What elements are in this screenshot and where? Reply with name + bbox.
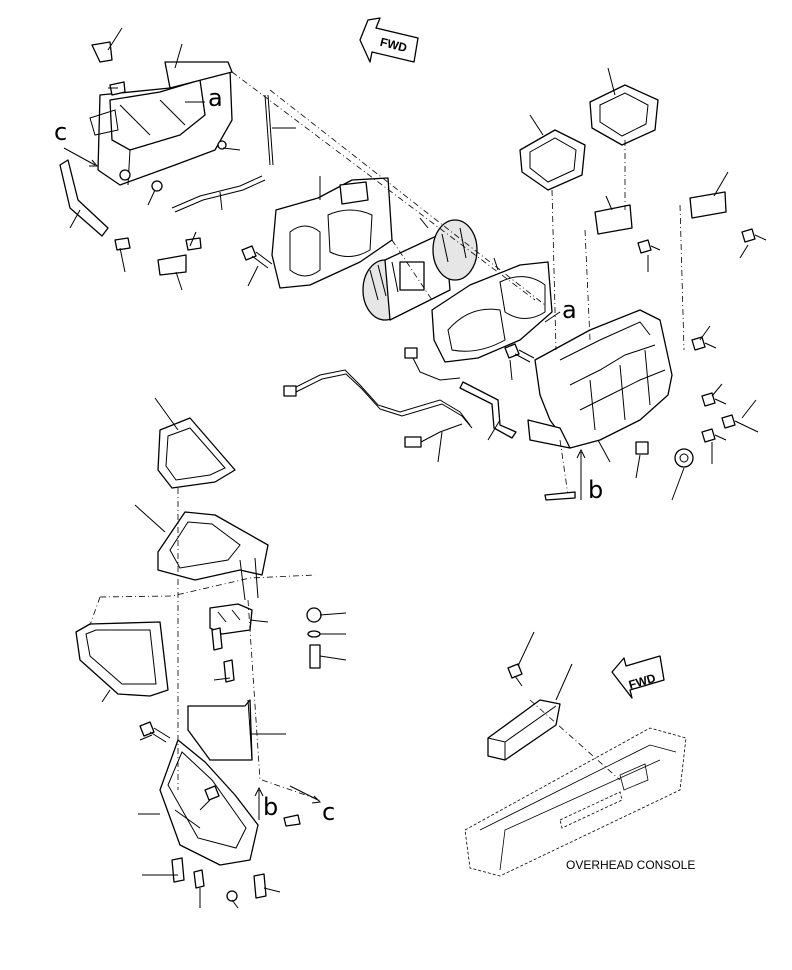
ref-letter-c-top: c: [54, 118, 67, 146]
fwd-label-top: FWD: [379, 35, 409, 55]
main-housing: [527, 309, 673, 449]
seal-strip: [171, 175, 263, 209]
duct-strip: [59, 159, 109, 237]
connector: [404, 436, 422, 448]
grommet: [674, 448, 694, 468]
triangle-seal-left: [75, 621, 169, 697]
fwd-arrow-icon: FWD: [359, 17, 419, 63]
arrow-c-low: [289, 785, 319, 801]
blower-case-right: [431, 261, 553, 363]
bent-rod: [459, 381, 517, 439]
leader-console-module: [555, 663, 573, 701]
upper-duct-housing: [89, 61, 233, 186]
arrow-c-top: [63, 147, 96, 166]
lower-duct: [159, 739, 259, 866]
leaders-right: [247, 67, 757, 501]
bracket-small: [157, 254, 187, 276]
leaders-top-left: [69, 27, 296, 291]
ref-letter-a-top: a: [208, 84, 223, 112]
leader-console-screw: [517, 631, 535, 667]
seal-square-1: [519, 129, 586, 191]
console-module: [487, 699, 561, 761]
overhead-console-label: OVERHEAD CONSOLE: [566, 858, 695, 872]
bracket-right-2: [689, 191, 727, 219]
overhead-console: [464, 727, 687, 877]
triangle-seal-top: [157, 417, 236, 489]
clip-square: [635, 441, 649, 455]
bracket-right-1: [594, 204, 633, 235]
console-screw: [507, 663, 523, 687]
fwd-arrow-console-icon: FWD: [611, 655, 665, 699]
bolt-center: [504, 343, 535, 363]
ref-letter-b-mid: b: [588, 476, 603, 504]
blower-case-left: [271, 177, 393, 289]
arrow-a-mid: [544, 311, 561, 323]
ref-letter-b-low: b: [263, 793, 278, 821]
rod: [264, 94, 274, 166]
ref-letter-c-low: c: [322, 798, 335, 826]
clip-top: [91, 41, 113, 63]
leaders-lower: [101, 397, 347, 909]
bolts-lower-left: [139, 627, 267, 902]
duct-plate: [157, 511, 269, 601]
fasteners-right-column: [306, 607, 322, 669]
lower-guides: [89, 488, 321, 801]
seal-square-2: [589, 84, 659, 146]
clip-small-2: [114, 237, 131, 251]
ref-letter-a-mid: a: [562, 296, 577, 324]
assembly-guides: [231, 71, 685, 496]
blower-motor: [362, 219, 478, 321]
clip-lower: [283, 814, 301, 827]
bolts-right: [637, 228, 767, 443]
screw-small: [151, 180, 163, 192]
bolt-center-left: [241, 245, 273, 269]
wiring-harness: [289, 369, 471, 426]
filter-bracket: [187, 699, 253, 761]
